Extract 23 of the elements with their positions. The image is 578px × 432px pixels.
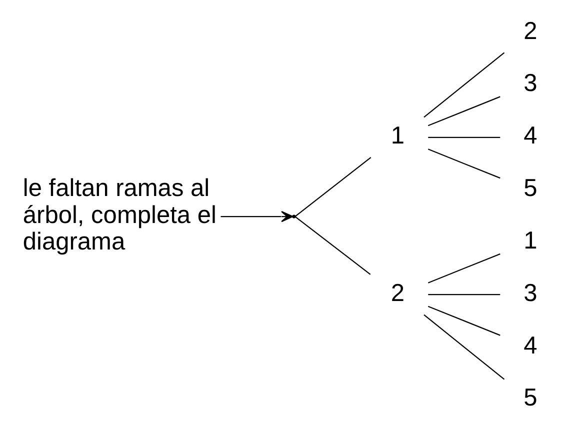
node-text: 3 bbox=[523, 70, 537, 98]
node-text: 4 bbox=[523, 332, 537, 360]
node-text: 2 bbox=[390, 280, 404, 307]
connector bbox=[427, 306, 500, 336]
node-text: 5 bbox=[523, 384, 537, 412]
node-text: le faltan ramas al árbol, completa el diagrama bbox=[22, 175, 216, 256]
connector bbox=[294, 216, 370, 275]
connector bbox=[428, 294, 500, 296]
node-point bbox=[292, 214, 296, 218]
node-text: 4 bbox=[523, 122, 537, 150]
connector bbox=[427, 96, 500, 126]
node-text: 3 bbox=[523, 280, 537, 307]
connector bbox=[423, 52, 504, 118]
node-text: 2 bbox=[523, 18, 537, 45]
connector bbox=[294, 157, 371, 217]
connector bbox=[427, 148, 500, 179]
node-text: 1 bbox=[390, 122, 404, 150]
connector bbox=[428, 136, 500, 138]
arrow bbox=[220, 210, 293, 222]
node-text: 1 bbox=[523, 227, 537, 254]
node-text: 5 bbox=[523, 175, 537, 202]
connector bbox=[423, 314, 504, 380]
connector bbox=[427, 253, 500, 284]
